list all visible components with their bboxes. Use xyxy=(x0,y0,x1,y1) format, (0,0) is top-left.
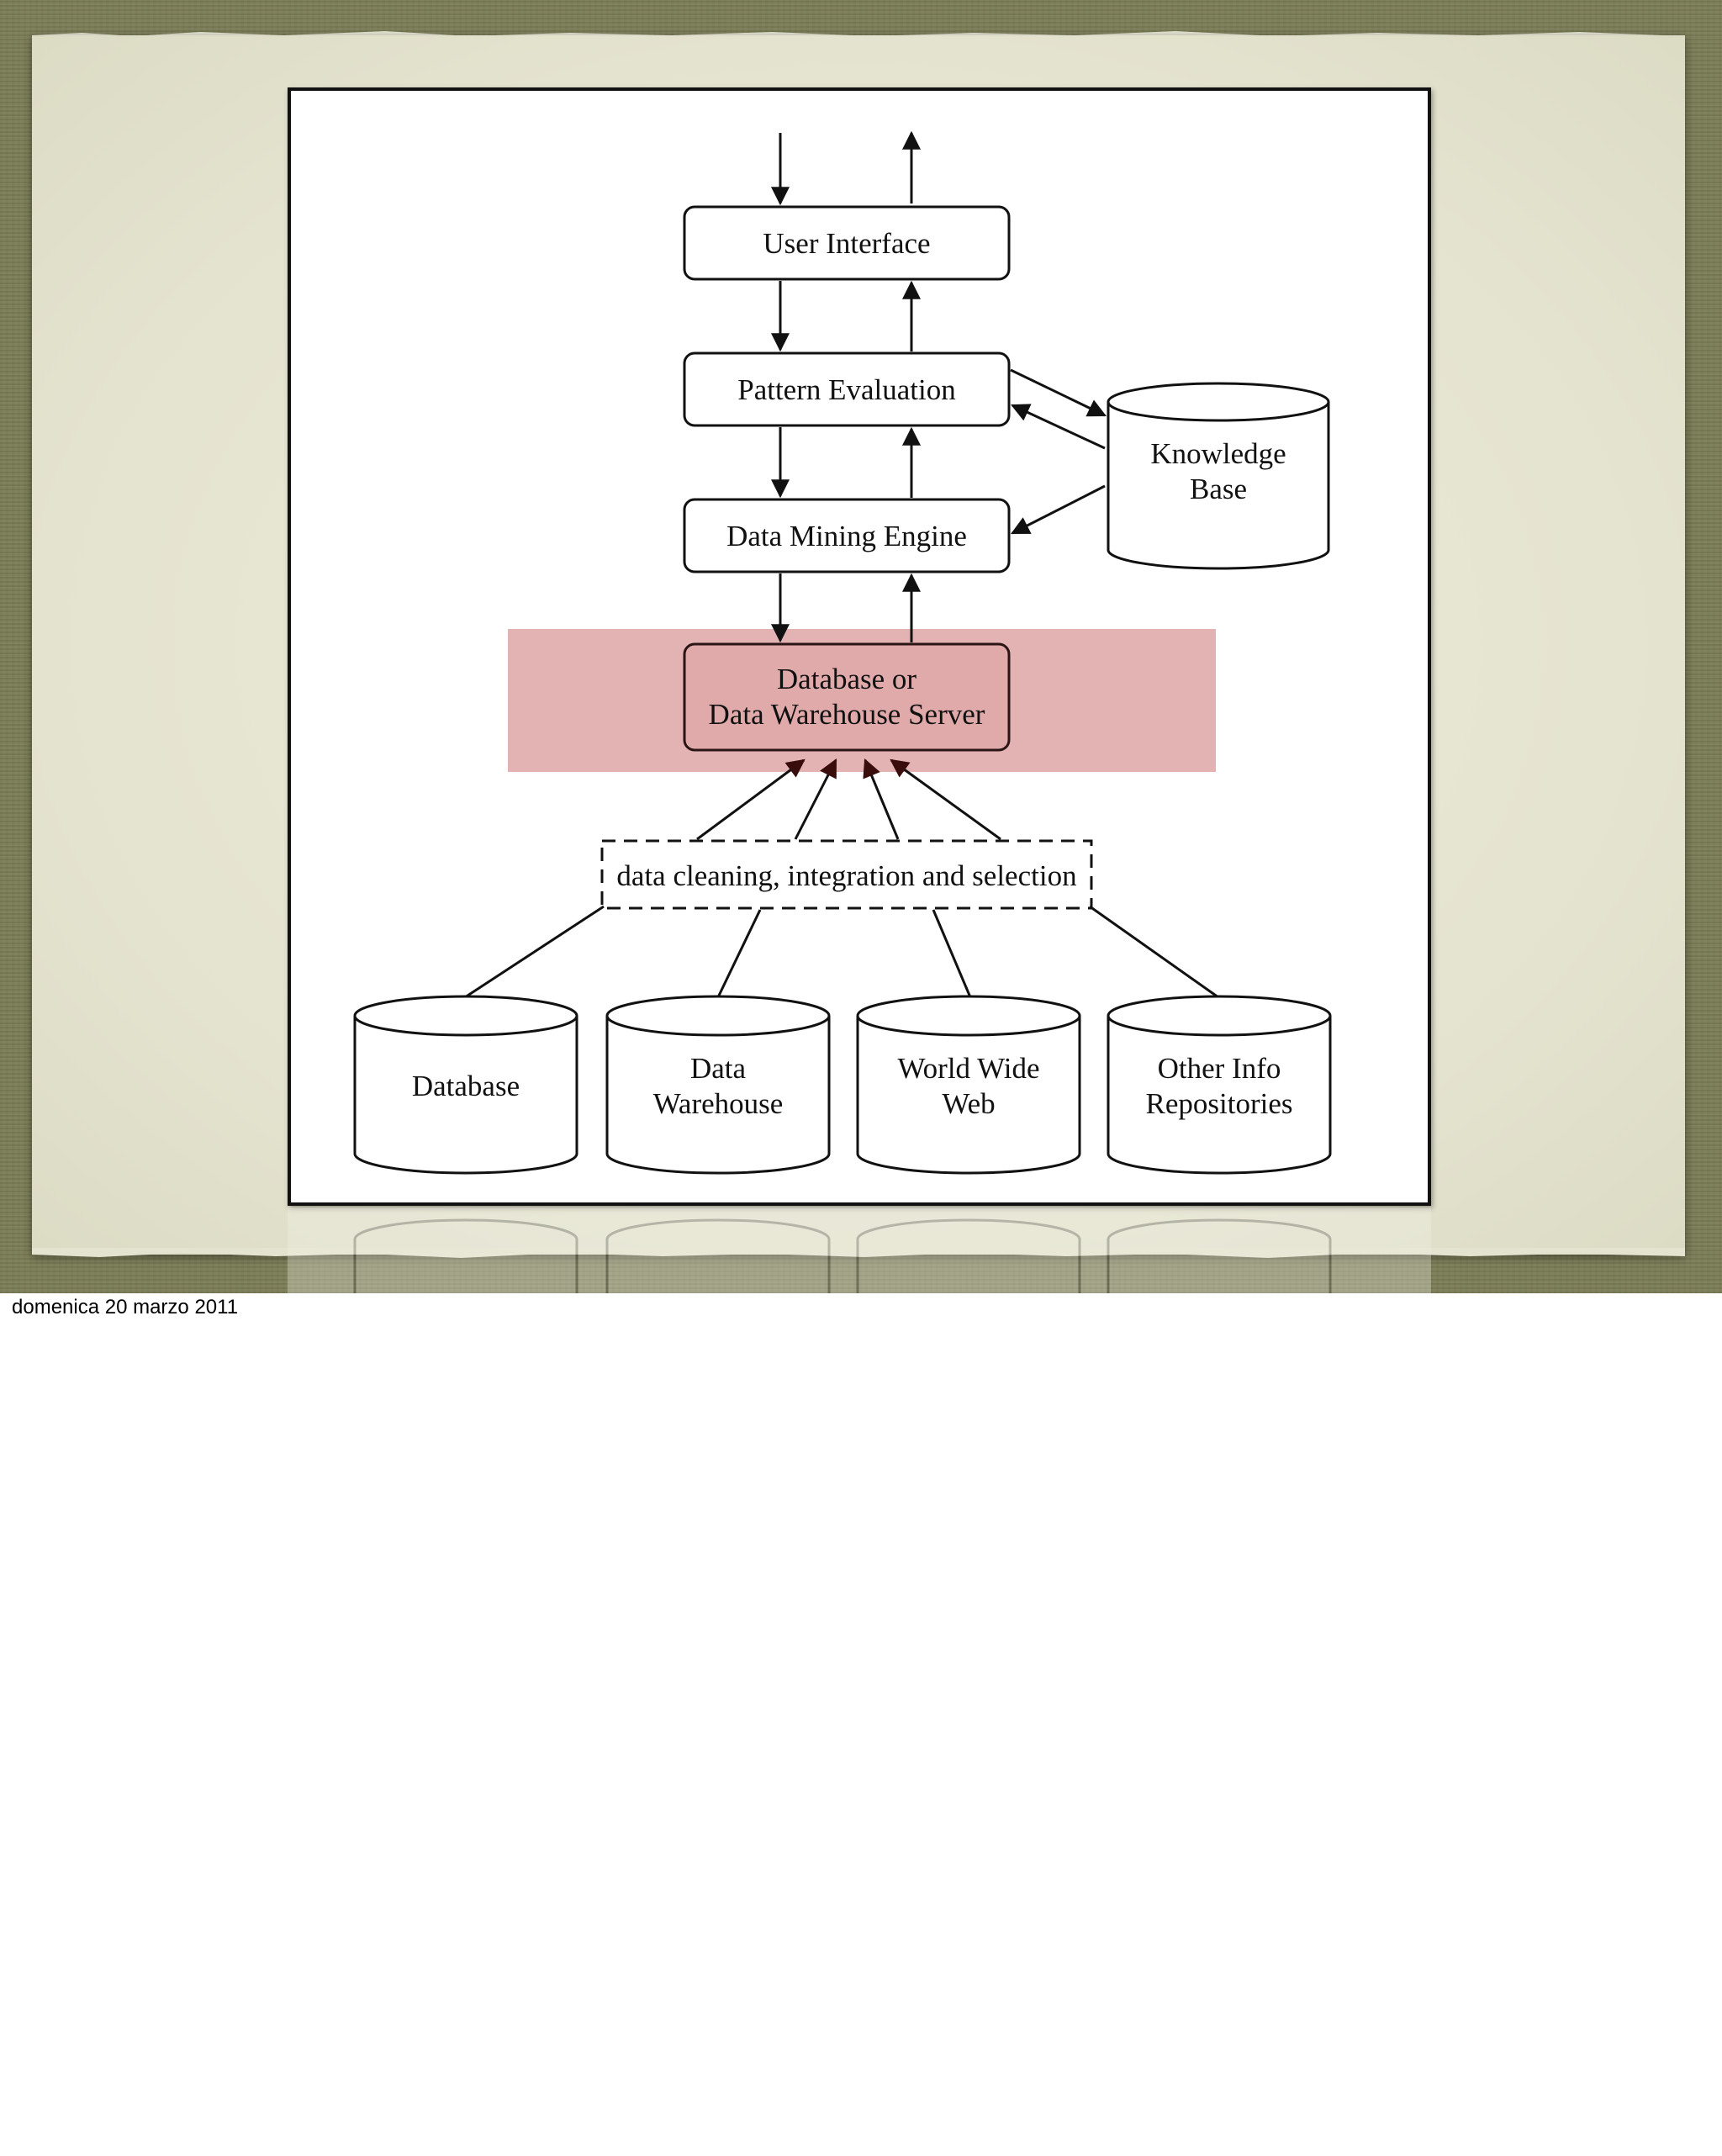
cleaning-server-arrows xyxy=(696,758,1001,841)
ui-pattern-arrows xyxy=(771,280,921,352)
server-node: Database or Data Warehouse Server xyxy=(683,642,1011,752)
knowledge-base-node: Knowledge Base xyxy=(1107,382,1330,570)
source-data-warehouse-label-line2: Warehouse xyxy=(653,1087,784,1120)
data-cleaning-node: data cleaning, integration and selection xyxy=(600,839,1093,910)
source-other-info-repositories: Other Info Repositories xyxy=(1107,995,1332,1175)
user-interface-label: User Interface xyxy=(763,227,930,260)
knowledge-base-label-line1: Knowledge xyxy=(1150,437,1286,470)
paper-torn-bottom-edge xyxy=(32,1248,1685,1258)
pattern-evaluation-node: Pattern Evaluation xyxy=(683,351,1011,427)
pattern-evaluation-label: Pattern Evaluation xyxy=(737,373,956,406)
data-mining-architecture-diagram: User Interface Pattern Evaluation Data M… xyxy=(353,130,1332,1175)
server-label-line2: Data Warehouse Server xyxy=(709,698,985,731)
engine-server-arrows xyxy=(771,573,921,643)
figure-reflection xyxy=(288,1207,1431,1293)
data-mining-engine-node: Data Mining Engine xyxy=(683,498,1011,573)
server-label-line1: Database or xyxy=(777,663,917,695)
pattern-engine-arrows xyxy=(771,426,921,499)
source-world-wide-web: World Wide Web xyxy=(856,995,1081,1175)
knowledge-base-label-line2: Base xyxy=(1190,473,1247,505)
knowledge-base-arrows xyxy=(1010,368,1107,535)
slide: User Interface Pattern Evaluation Data M… xyxy=(0,0,1722,1293)
source-world-wide-web-label-line2: Web xyxy=(942,1087,995,1120)
source-world-wide-web-label-line1: World Wide xyxy=(897,1052,1039,1085)
io-arrows xyxy=(771,130,921,206)
source-database: Database xyxy=(353,995,578,1175)
source-other-info-label-line1: Other Info xyxy=(1158,1052,1281,1085)
source-lines xyxy=(464,905,1219,999)
slide-date-footer: domenica 20 marzo 2011 xyxy=(12,1296,239,1318)
figure-frame: User Interface Pattern Evaluation Data M… xyxy=(288,87,1431,1206)
reflection-shapes xyxy=(288,1207,1431,1293)
source-other-info-label-line2: Repositories xyxy=(1146,1087,1293,1120)
data-mining-engine-label: Data Mining Engine xyxy=(726,520,967,552)
source-data-warehouse-label-line1: Data xyxy=(690,1052,747,1085)
source-database-label: Database xyxy=(412,1070,520,1102)
data-cleaning-label: data cleaning, integration and selection xyxy=(616,859,1076,892)
user-interface-node: User Interface xyxy=(683,205,1011,281)
source-data-warehouse: Data Warehouse xyxy=(605,995,831,1175)
